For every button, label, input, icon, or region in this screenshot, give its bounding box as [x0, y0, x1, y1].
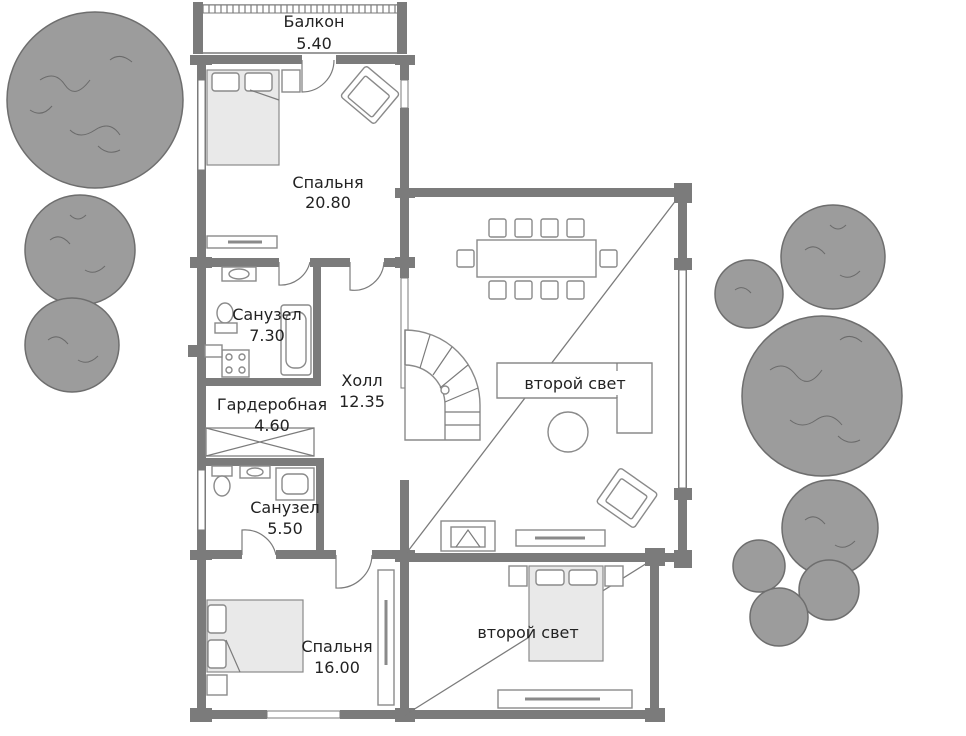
tree-icon	[732, 539, 786, 593]
spiral-staircase-icon	[404, 329, 481, 441]
doors	[241, 59, 385, 589]
coffee-table-icon	[547, 411, 589, 453]
bath2-name: Санузел	[250, 498, 319, 517]
wardrobe-area: 4.60	[254, 416, 290, 435]
wardrobe-name: Гардеробная	[217, 395, 327, 414]
bedroom1-area: 20.80	[305, 193, 351, 212]
armchair-icon	[596, 468, 658, 528]
dining-table-icon	[456, 218, 618, 300]
toilet-icon	[211, 465, 233, 497]
trees-right	[714, 204, 903, 647]
toilet-icon	[214, 302, 238, 334]
fireplace-icon	[440, 520, 496, 552]
room-labels: Балкон 5.40 Спальня 20.80 Санузел 7.30 Г…	[217, 12, 632, 677]
tv-console-icon	[377, 569, 395, 706]
bath1-area: 7.30	[249, 326, 285, 345]
tree-icon	[780, 204, 886, 310]
balcony-area: 5.40	[296, 34, 332, 53]
tv-console-icon	[515, 529, 606, 547]
tree-icon	[781, 479, 879, 577]
shower-icon	[275, 467, 315, 501]
hall-name: Холл	[341, 371, 382, 390]
tree-icon	[798, 559, 860, 621]
bedroom2-area: 16.00	[314, 658, 360, 677]
stove-icon	[204, 344, 250, 378]
trees-left	[6, 11, 184, 393]
bed-icon	[508, 565, 624, 662]
bedroom1-name: Спальня	[292, 173, 363, 192]
balcony-name: Балкон	[284, 12, 345, 31]
sink-icon	[221, 266, 257, 282]
bathtub-icon	[280, 304, 312, 376]
wardrobe-closet-icon	[205, 427, 315, 457]
tree-icon	[24, 194, 136, 306]
hall-area: 12.35	[339, 392, 385, 411]
tv-console-icon	[497, 689, 633, 709]
tree-icon	[24, 297, 120, 393]
tree-icon	[741, 315, 903, 477]
tree-icon	[6, 11, 184, 189]
sink-icon	[239, 465, 271, 479]
bath1-name: Санузел	[232, 305, 301, 324]
tv-console-icon	[206, 235, 278, 249]
tree-icon	[714, 259, 784, 329]
bedroom2-name: Спальня	[301, 637, 372, 656]
tree-icon	[749, 587, 809, 647]
bed-icon	[206, 69, 301, 166]
armchair-icon	[340, 66, 400, 124]
bath2-area: 5.50	[267, 519, 303, 538]
void1-label: второй свет	[524, 374, 625, 393]
void2-label: второй свет	[477, 623, 578, 642]
balcony	[193, 2, 407, 54]
bed-icon	[206, 599, 304, 696]
